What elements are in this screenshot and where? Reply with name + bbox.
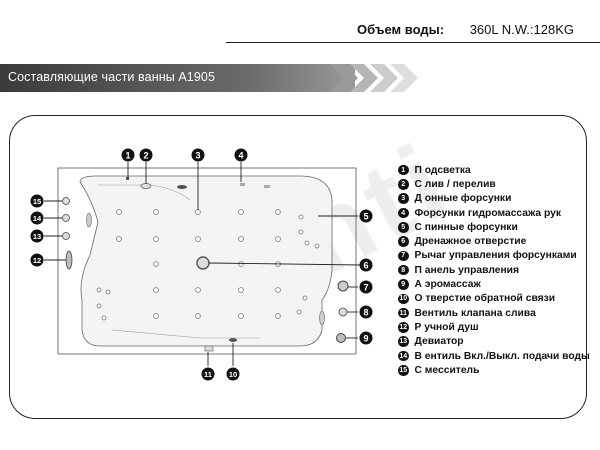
legend-item: 1 П одсветка: [398, 163, 590, 177]
callout-7: 7: [359, 280, 373, 294]
callout-12: 12: [30, 253, 44, 267]
svg-text:4: 4: [238, 151, 243, 161]
svg-text:13: 13: [33, 232, 41, 241]
legend-number-badge: 1: [398, 164, 409, 176]
legend-text: С месситель: [414, 364, 480, 376]
legend-item: 13 Девиатор: [398, 335, 590, 349]
svg-text:9: 9: [363, 334, 368, 344]
chevron-arrows-icon: [330, 64, 418, 92]
legend-text: О тверстие обратной связи: [414, 293, 556, 305]
legend-number-badge: 3: [398, 193, 409, 204]
legend-text: В ентиль Вкл./Выкл. подачи воды: [414, 350, 590, 362]
legend-item: 6 Дренажное отверстие: [398, 234, 590, 248]
legend-number-badge: 7: [398, 250, 409, 262]
legend-text: А эромассаж: [414, 279, 481, 291]
legend-text: С пинные форсунки: [414, 221, 518, 233]
svg-text:3: 3: [195, 151, 200, 161]
callout-1: 1: [121, 148, 135, 162]
svg-text:11: 11: [204, 370, 212, 379]
legend-item: 12 Р учной душ: [398, 320, 590, 334]
legend-number-badge: 15: [398, 365, 409, 376]
legend-number-badge: 9: [398, 279, 409, 290]
legend-number-badge: 6: [398, 236, 409, 247]
legend-item: 5 С пинные форсунки: [398, 220, 590, 234]
callout-13: 13: [30, 229, 44, 243]
callout-5: 5: [359, 209, 373, 223]
legend-text: П одсветка: [414, 164, 471, 176]
legend-item: 2 С лив / перелив: [398, 177, 590, 191]
callout-2: 2: [139, 148, 153, 162]
legend-text: Форсунки гидромассажа рук: [414, 207, 562, 219]
legend-item: 9 А эромассаж: [398, 277, 590, 291]
legend-number-badge: 13: [398, 336, 409, 347]
legend-item: 4 Форсунки гидромассажа рук: [398, 206, 590, 220]
svg-text:7: 7: [363, 283, 368, 293]
svg-text:8: 8: [363, 308, 368, 318]
callout-14: 14: [30, 211, 44, 225]
legend-number-badge: 10: [398, 293, 409, 305]
legend-text: Дренажное отверстие: [414, 236, 527, 248]
callout-3: 3: [191, 148, 205, 162]
callout-10: 10: [226, 367, 240, 381]
svg-text:1: 1: [125, 151, 130, 161]
legend-item: 14 В ентиль Вкл./Выкл. подачи воды: [398, 349, 590, 363]
parts-legend: 1 П одсветка 2 С лив / перелив 3 Д онные форс…: [398, 163, 590, 377]
callout-15: 15: [30, 194, 44, 208]
legend-text: Рычаг управления форсунками: [414, 250, 577, 262]
callout-9: 9: [359, 331, 373, 345]
legend-item: 15 С месситель: [398, 363, 590, 377]
legend-number-badge: 2: [398, 179, 409, 190]
banner-bar: [0, 64, 355, 92]
svg-text:5: 5: [363, 212, 368, 222]
header-rule: [226, 42, 600, 43]
legend-number-badge: 4: [398, 207, 409, 219]
legend-text: Вентиль клапана слива: [414, 307, 536, 319]
svg-text:6: 6: [363, 261, 368, 271]
legend-text: П анель управления: [414, 264, 520, 276]
callout-4: 4: [234, 148, 248, 162]
svg-text:14: 14: [33, 214, 42, 223]
banner-title: Составляющие части ванны A1905: [8, 70, 216, 84]
svg-text:12: 12: [33, 256, 41, 265]
svg-text:15: 15: [33, 197, 41, 206]
legend-item: 7 Рычаг управления форсунками: [398, 249, 590, 263]
legend-number-badge: 11: [398, 307, 409, 319]
callout-11: 11: [201, 367, 215, 381]
legend-text: Р учной душ: [414, 321, 479, 333]
legend-item: 3 Д онные форсунки: [398, 192, 590, 206]
legend-number-badge: 12: [398, 322, 409, 333]
legend-item: 11 Вентиль клапана слива: [398, 306, 590, 320]
legend-number-badge: 14: [398, 350, 409, 362]
specs: Объем воды: 360L N.W.:128KG: [357, 22, 574, 37]
section-banner: Составляющие части ванны A1905: [0, 64, 600, 92]
legend-text: С лив / перелив: [414, 178, 496, 190]
legend-number-badge: 5: [398, 222, 409, 233]
specs-value: 360L N.W.:128KG: [469, 22, 574, 37]
callout-8: 8: [359, 305, 373, 319]
legend-number-badge: 8: [398, 264, 409, 276]
diagram-frame: [9, 115, 587, 419]
water-volume-label: Объем воды:: [357, 22, 445, 37]
legend-text: Девиатор: [414, 336, 464, 348]
legend-text: Д онные форсунки: [414, 193, 512, 205]
legend-item: 8 П анель управления: [398, 263, 590, 277]
svg-text:10: 10: [229, 370, 237, 379]
callout-6: 6: [359, 258, 373, 272]
legend-item: 10 О тверстие обратной связи: [398, 292, 590, 306]
svg-text:2: 2: [143, 151, 148, 161]
